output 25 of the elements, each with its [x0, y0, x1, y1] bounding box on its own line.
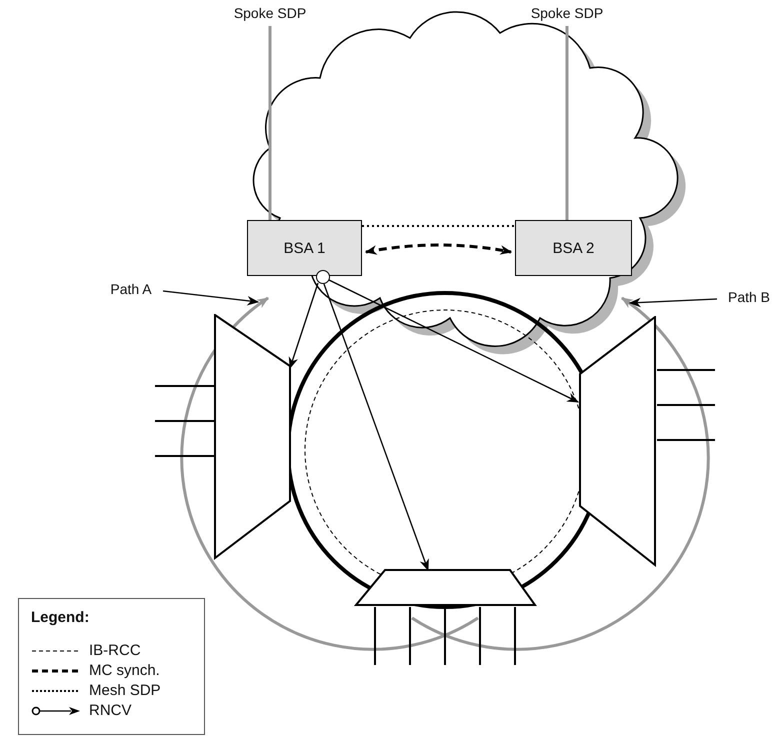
legend-label: Mesh SDP: [89, 682, 161, 699]
connector-line: [268, 26, 272, 220]
arrow: [323, 284, 429, 572]
pointer-arrow: [628, 298, 718, 308]
access-device: [354, 569, 537, 607]
pointer-arrow: [162, 290, 260, 306]
connector-line: [566, 26, 568, 220]
bsa-box: [247, 220, 362, 276]
access-device: [214, 314, 292, 560]
node-label: BSA 2: [552, 240, 594, 256]
path-label: Path B: [718, 289, 780, 309]
arrow: [288, 282, 319, 370]
legend-label: RNCV: [89, 702, 132, 719]
path-label: Path A: [100, 281, 162, 301]
legend-label: IB-RCC: [89, 642, 141, 659]
legend-label: MC synch.: [89, 662, 160, 679]
access-device: [578, 316, 657, 567]
double-arrow: [364, 244, 512, 255]
connection-label: Spoke SDP: [519, 5, 615, 25]
arrow: [328, 279, 580, 403]
dotted-line: [362, 225, 515, 227]
bsa-box: [515, 220, 632, 276]
node-label: BSA 1: [284, 240, 326, 256]
legend-title: Legend:: [31, 609, 90, 626]
connection-label: Spoke SDP: [222, 5, 318, 25]
